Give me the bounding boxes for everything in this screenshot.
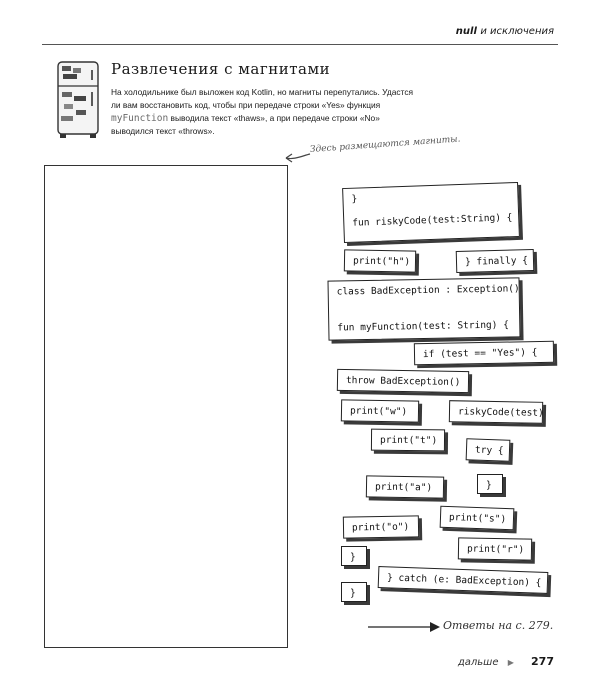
fridge-icon bbox=[57, 61, 99, 138]
magnet-throw[interactable]: throw BadException() bbox=[336, 368, 470, 394]
intro-code: myFunction bbox=[111, 113, 169, 124]
magnet-print-r[interactable]: print("r") bbox=[457, 537, 533, 561]
next-link[interactable]: дальше bbox=[457, 657, 499, 668]
magnet-riskycode-call[interactable]: riskyCode(test) bbox=[448, 400, 544, 424]
page-footer: дальше ▶ 277 bbox=[458, 655, 554, 668]
magnet-finally[interactable]: } finally { bbox=[455, 248, 535, 274]
magnet-print-a[interactable]: print("a") bbox=[365, 475, 445, 499]
magnet-try[interactable]: try { bbox=[465, 438, 511, 462]
magnet-print-s[interactable]: print("s") bbox=[439, 505, 515, 531]
chapter-header-rest: и исключения bbox=[480, 26, 554, 37]
magnet-brace-3[interactable]: } bbox=[341, 582, 367, 602]
arrow-left-icon bbox=[285, 153, 311, 163]
answer-area[interactable] bbox=[44, 165, 288, 648]
magnet-print-o[interactable]: print("o") bbox=[342, 515, 420, 539]
chapter-header: null и исключения bbox=[456, 26, 554, 37]
magnet-if-test-yes[interactable]: if (test == "Yes") { bbox=[413, 340, 555, 366]
answers-reference: Ответы на с. 279. bbox=[443, 619, 554, 632]
magnet-class-myfunction[interactable]: class BadException : Exception() fun myF… bbox=[327, 277, 521, 341]
magnet-print-t[interactable]: print("t") bbox=[370, 428, 446, 452]
intro-text-part1: На холодильнике был выложен код Kotlin, … bbox=[111, 87, 414, 110]
page-number: 277 bbox=[531, 655, 554, 668]
exercise-intro: На холодильнике был выложен код Kotlin, … bbox=[111, 86, 416, 138]
magnet-print-w[interactable]: print("w") bbox=[340, 399, 420, 423]
magnet-close-fun-riskycode[interactable]: } fun riskyCode(test:String) { bbox=[342, 181, 520, 244]
arrow-right-icon bbox=[368, 622, 440, 632]
magnet-catch[interactable]: } catch (e: BadException) { bbox=[377, 566, 549, 594]
magnet-print-h[interactable]: print("h") bbox=[343, 249, 417, 273]
triangle-right-icon: ▶ bbox=[507, 658, 514, 667]
magnet-brace-2[interactable]: } bbox=[341, 546, 367, 566]
intro-text-part2: выводила текст «thaws», а при передаче с… bbox=[111, 113, 380, 136]
chapter-header-bold: null bbox=[455, 26, 477, 37]
magnet-brace-1[interactable]: } bbox=[477, 474, 503, 494]
header-rule bbox=[42, 44, 558, 45]
exercise-title: Развлечения с магнитами bbox=[111, 60, 331, 78]
